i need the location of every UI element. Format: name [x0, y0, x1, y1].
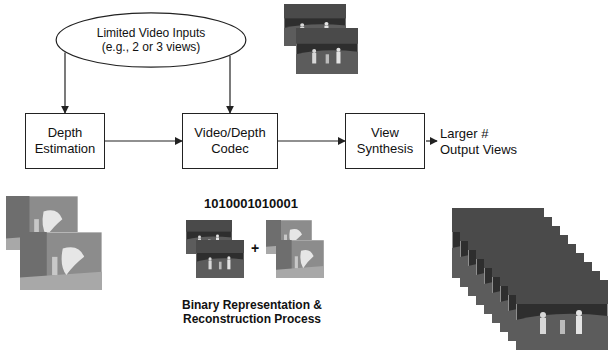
- binary-string: 1010001010001: [204, 196, 334, 212]
- flow-arrow: [105, 140, 182, 141]
- output-arrow: [426, 140, 437, 141]
- flow-arrow: [278, 140, 345, 141]
- node-text: View Synthesis: [350, 125, 420, 156]
- process-box: Video/Depth Codec: [182, 113, 278, 169]
- process-box: View Synthesis: [345, 113, 425, 169]
- output-label: Larger # Output Views: [440, 126, 526, 157]
- coded-depth-frames: [266, 220, 324, 278]
- process-box: Depth Estimation: [25, 113, 105, 169]
- flow-arrow: [64, 52, 65, 113]
- coded-video-frames: [186, 220, 244, 278]
- node-text: Limited Video Inputs (e.g., 2 or 3 views…: [85, 26, 217, 55]
- depth-map-images: [6, 196, 102, 290]
- node-text: Depth Estimation: [30, 125, 100, 156]
- process-caption: Binary Representation & Reconstruction P…: [168, 298, 336, 327]
- node-text: Video/Depth Codec: [187, 125, 273, 156]
- output-view-stack: [452, 208, 608, 350]
- input-ellipse: Limited Video Inputs (e.g., 2 or 3 views…: [55, 12, 247, 68]
- flow-arrow: [229, 56, 230, 113]
- input-video-frames: [284, 4, 358, 74]
- plus-sign: +: [248, 240, 262, 257]
